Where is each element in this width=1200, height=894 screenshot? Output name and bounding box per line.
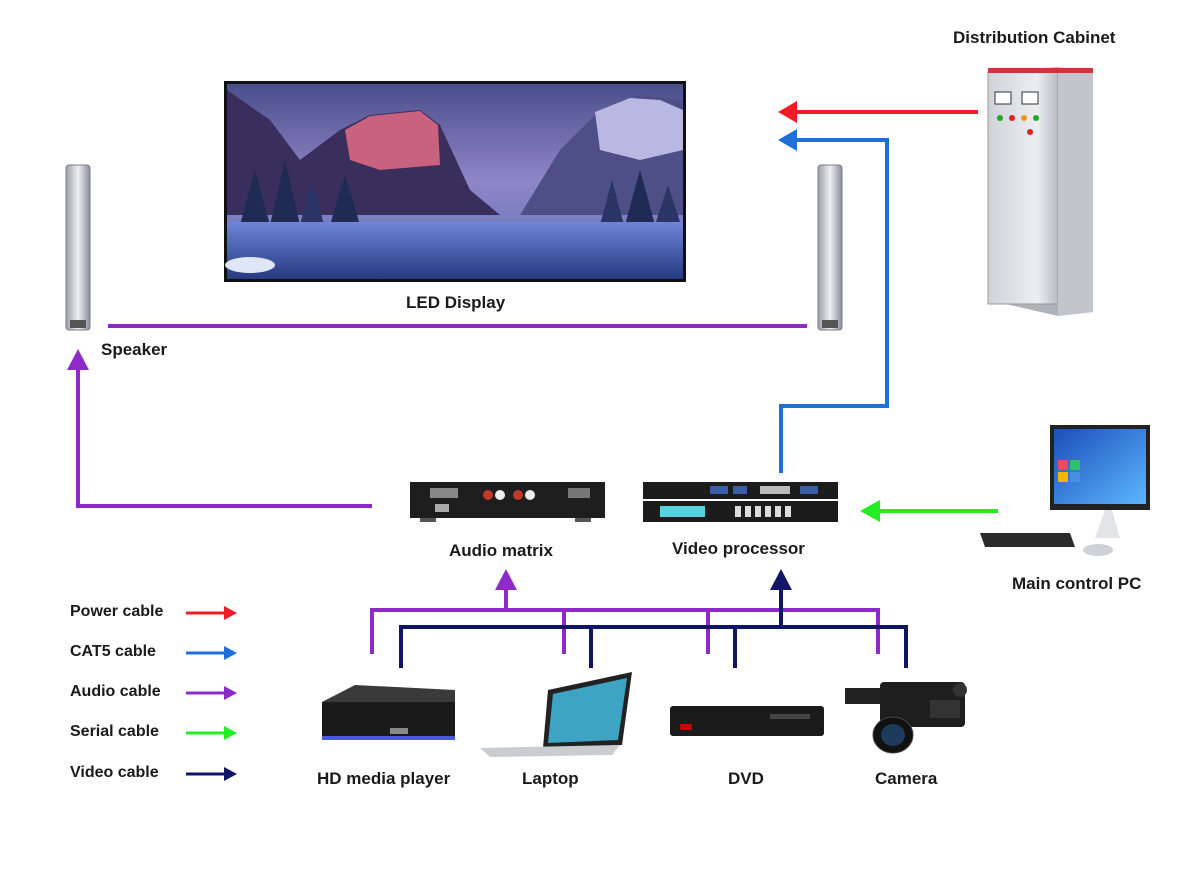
dvd xyxy=(670,706,824,736)
speaker-left xyxy=(65,164,91,331)
legend-cat5-label: CAT5 cable xyxy=(70,643,156,660)
distribution-cabinet xyxy=(987,67,1093,316)
audio-matrix xyxy=(410,482,605,522)
audio-cable xyxy=(67,324,880,654)
main-control-pc xyxy=(980,425,1150,556)
camera-label: Camera xyxy=(875,769,938,788)
laptop xyxy=(480,672,632,757)
legend-audio-label: Audio cable xyxy=(70,683,161,700)
video-cable xyxy=(399,569,908,668)
speaker-right xyxy=(817,164,843,331)
video-processor-label: Video processor xyxy=(672,539,805,558)
legend-power-label: Power cable xyxy=(70,603,164,620)
laptop-label: Laptop xyxy=(522,769,579,788)
legend-video-label: Video cable xyxy=(70,764,159,781)
hd-media-player xyxy=(322,685,455,740)
speaker-label: Speaker xyxy=(101,340,168,359)
legend-serial-label: Serial cable xyxy=(70,723,159,740)
cat5-cable xyxy=(778,129,889,473)
led-display xyxy=(224,81,686,282)
audio-matrix-label: Audio matrix xyxy=(449,541,553,560)
serial-cable xyxy=(860,500,998,522)
camera xyxy=(845,682,967,754)
dvd-label: DVD xyxy=(728,769,764,788)
distribution-cabinet-label: Distribution Cabinet xyxy=(953,28,1116,47)
video-processor xyxy=(643,482,838,522)
legend-arrows xyxy=(186,606,237,781)
led-display-label: LED Display xyxy=(406,293,506,312)
power-cable xyxy=(778,101,978,123)
hd-media-player-label: HD media player xyxy=(317,769,451,788)
main-control-pc-label: Main control PC xyxy=(1012,574,1142,593)
